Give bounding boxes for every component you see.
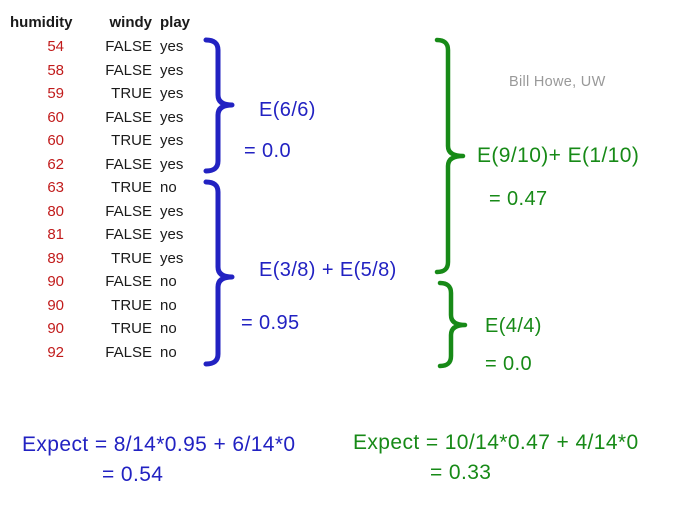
play-cell: no <box>160 179 177 196</box>
play-cell: no <box>160 343 177 361</box>
entropy-value-group1-blue: = 0.0 <box>244 140 292 162</box>
play-cell: yes <box>160 226 184 243</box>
windy-cell: TRUE <box>111 320 152 337</box>
play-cell: yes <box>160 61 184 79</box>
humidity-cell: 60 <box>47 108 64 126</box>
entropy-label-group2-green: E(4/4) <box>485 315 542 337</box>
humidity-cell: 90 <box>47 320 64 337</box>
humidity-cell: 81 <box>47 226 64 243</box>
table-row: 90 TRUE no <box>8 294 204 318</box>
play-cell: yes <box>160 202 184 220</box>
column-header-play: play <box>160 14 191 31</box>
humidity-cell: 54 <box>47 38 64 55</box>
table-row: 80 FALSE yes <box>8 200 204 224</box>
play-cell: yes <box>160 132 184 149</box>
table-row: 60 TRUE yes <box>8 129 204 153</box>
windy-cell: TRUE <box>111 85 152 102</box>
table-row: 63 TRUE no <box>8 176 204 200</box>
green-brace-rows-1-10 <box>434 37 466 275</box>
entropy-value-group2-green: = 0.0 <box>485 353 533 375</box>
play-cell: yes <box>160 155 184 173</box>
play-cell: no <box>160 273 177 290</box>
windy-cell: TRUE <box>111 249 152 267</box>
windy-cell: FALSE <box>105 38 152 55</box>
entropy-label-group2-blue: E(3/8) + E(5/8) <box>259 259 397 281</box>
humidity-cell: 60 <box>47 132 64 149</box>
entropy-label-group1-blue: E(6/6) <box>259 99 316 121</box>
column-header-humidity: humidity <box>10 14 73 31</box>
windy-cell: FALSE <box>105 108 152 126</box>
humidity-cell: 63 <box>47 179 64 196</box>
play-cell: yes <box>160 85 184 102</box>
table-row: 92 FALSE no <box>8 341 204 365</box>
windy-cell: FALSE <box>105 155 152 173</box>
humidity-cell: 92 <box>47 343 64 361</box>
column-header-windy: windy <box>109 14 152 31</box>
table-row: 89 TRUE yes <box>8 247 204 271</box>
windy-cell: TRUE <box>111 296 152 314</box>
windy-cell: TRUE <box>111 132 152 149</box>
table-row: 62 FALSE yes <box>8 153 204 177</box>
table-header: humidity windy play <box>8 13 204 33</box>
humidity-cell: 90 <box>47 273 64 290</box>
expected-entropy-blue-line2: = 0.54 <box>102 463 164 486</box>
table-row: 58 FALSE yes <box>8 59 204 83</box>
windy-cell: FALSE <box>105 202 152 220</box>
expected-entropy-blue-line1: Expect = 8/14*0.95 + 6/14*0 <box>22 433 296 456</box>
humidity-cell: 58 <box>47 61 64 79</box>
play-cell: yes <box>160 108 184 126</box>
author-credit: Bill Howe, UW <box>509 74 606 90</box>
windy-cell: FALSE <box>105 61 152 79</box>
table-row: 81 FALSE yes <box>8 223 204 247</box>
table-row: 59 TRUE yes <box>8 82 204 106</box>
green-brace-rows-11-14 <box>437 280 468 369</box>
humidity-cell: 59 <box>47 85 64 102</box>
windy-cell: FALSE <box>105 226 152 243</box>
table-row: 90 FALSE no <box>8 270 204 294</box>
table-row: 90 TRUE no <box>8 317 204 341</box>
entropy-label-group1-green: E(9/10)+ E(1/10) <box>477 144 640 167</box>
windy-cell: FALSE <box>105 273 152 290</box>
play-cell: no <box>160 320 177 337</box>
table-row: 54 FALSE yes <box>8 35 204 59</box>
entropy-value-group2-blue: = 0.95 <box>241 312 300 334</box>
blue-brace-rows-1-6 <box>203 37 235 174</box>
expected-entropy-green-line1: Expect = 10/14*0.47 + 4/14*0 <box>353 431 639 454</box>
play-cell: yes <box>160 249 184 267</box>
humidity-cell: 80 <box>47 202 64 220</box>
play-cell: no <box>160 296 177 314</box>
table-rows: 54 FALSE yes 58 FALSE yes 59 TRUE yes 60… <box>8 35 204 364</box>
expected-entropy-green-line2: = 0.33 <box>430 461 492 484</box>
humidity-cell: 89 <box>47 249 64 267</box>
windy-cell: FALSE <box>105 343 152 361</box>
play-cell: yes <box>160 38 184 55</box>
humidity-cell: 62 <box>47 155 64 173</box>
humidity-cell: 90 <box>47 296 64 314</box>
entropy-value-group1-green: = 0.47 <box>489 188 548 210</box>
table-row: 60 FALSE yes <box>8 106 204 130</box>
windy-cell: TRUE <box>111 179 152 196</box>
blue-brace-rows-7-14 <box>203 179 235 367</box>
